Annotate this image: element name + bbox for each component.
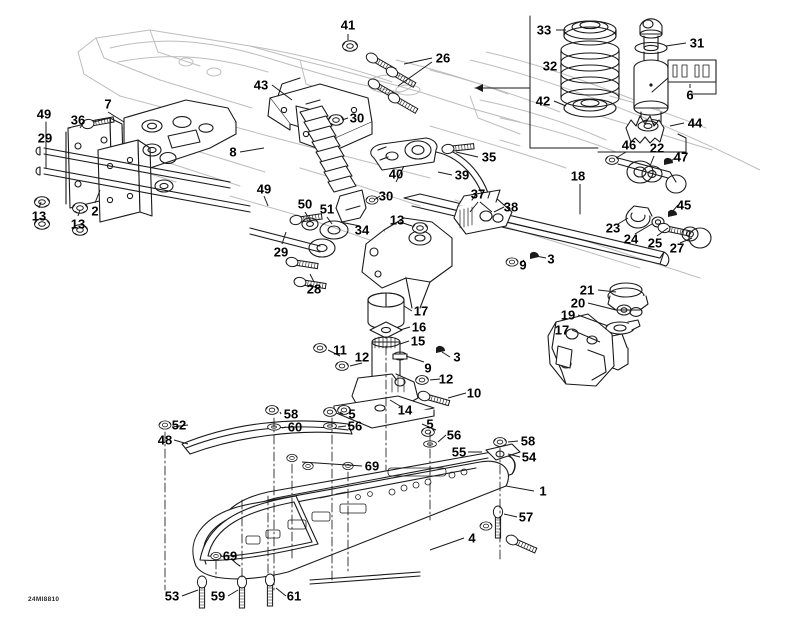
callout-2: 2 (91, 203, 99, 219)
callout-56: 56 (347, 418, 363, 434)
callout-6: 6 (686, 87, 694, 103)
left-bracket-assembly (33, 99, 251, 236)
callout-20: 20 (570, 295, 586, 311)
callout-14: 14 (397, 402, 413, 418)
callout-58: 58 (283, 406, 299, 422)
callout-18: 18 (570, 168, 586, 184)
callout-30: 30 (378, 188, 394, 204)
callout-5: 5 (426, 416, 434, 432)
callout-12: 12 (354, 349, 370, 365)
main-ski (192, 407, 539, 609)
steering-column-bellows (249, 99, 379, 292)
callout-26: 26 (435, 50, 451, 66)
callout-61: 61 (286, 588, 302, 604)
callout-25: 25 (647, 235, 663, 251)
callout-17: 17 (554, 322, 570, 338)
callout-54: 54 (521, 449, 537, 465)
callout-27: 27 (669, 240, 685, 256)
callout-39: 39 (454, 167, 470, 183)
callout-38: 38 (503, 199, 519, 215)
callout-49: 49 (36, 106, 52, 122)
callout-19: 19 (560, 307, 576, 323)
callout-41: 41 (340, 17, 356, 33)
callout-29: 29 (37, 130, 53, 146)
callout-49: 49 (256, 181, 272, 197)
callout-1: 1 (539, 483, 547, 499)
callout-35: 35 (481, 149, 497, 165)
callout-15: 15 (410, 333, 426, 349)
callout-16: 16 (411, 319, 427, 335)
callout-24: 24 (623, 231, 639, 247)
callout-58: 58 (520, 433, 536, 449)
ski-handle-assembly (158, 405, 353, 455)
callout-69: 69 (364, 458, 380, 474)
callout-31: 31 (689, 35, 705, 51)
callout-13: 13 (389, 212, 405, 228)
callout-leaders (38, 29, 693, 597)
callout-55: 55 (451, 444, 467, 460)
callout-42: 42 (535, 93, 551, 109)
callout-7: 7 (104, 96, 112, 112)
callout-40: 40 (388, 166, 404, 182)
diagram-watermark: 24MI8810 (28, 596, 60, 603)
callout-34: 34 (354, 222, 370, 238)
callout-23: 23 (605, 220, 621, 236)
callout-52: 52 (171, 417, 187, 433)
callout-5: 5 (348, 406, 356, 422)
callout-21: 21 (579, 282, 595, 298)
callout-10: 10 (466, 385, 482, 401)
callout-8: 8 (229, 144, 237, 160)
shock-absorber-assembly (474, 15, 717, 153)
callout-48: 48 (157, 432, 173, 448)
callout-33: 33 (536, 22, 552, 38)
right-spindle-assembly (547, 282, 649, 387)
callout-53: 53 (164, 588, 180, 604)
radius-rod-and-links (370, 137, 513, 235)
callout-43: 43 (253, 77, 269, 93)
callout-45: 45 (676, 197, 692, 213)
alignment-centrelines (164, 345, 501, 591)
centre-spindle-assembly (313, 217, 539, 429)
callout-13: 13 (31, 208, 47, 224)
callout-9: 9 (519, 257, 527, 273)
callout-36: 36 (70, 112, 86, 128)
callout-28: 28 (306, 281, 322, 297)
callout-46: 46 (621, 137, 637, 153)
callout-57: 57 (518, 509, 534, 525)
callout-13: 13 (70, 216, 86, 232)
callout-22: 22 (649, 140, 665, 156)
callout-44: 44 (687, 115, 703, 131)
callout-50: 50 (297, 196, 313, 212)
callout-29: 29 (273, 244, 289, 260)
callout-30: 30 (349, 110, 365, 126)
callout-3: 3 (547, 251, 555, 267)
callout-60: 60 (287, 419, 303, 435)
callout-3: 3 (453, 349, 461, 365)
callout-12: 12 (438, 371, 454, 387)
callout-47: 47 (673, 149, 689, 165)
callout-69: 69 (222, 548, 238, 564)
callout-59: 59 (210, 588, 226, 604)
callout-4: 4 (468, 530, 476, 546)
callout-9: 9 (424, 360, 432, 376)
callout-51: 51 (319, 201, 335, 217)
callout-11: 11 (333, 342, 347, 358)
callout-17: 17 (413, 303, 429, 319)
callout-32: 32 (542, 58, 558, 74)
callout-56: 56 (446, 427, 462, 443)
callout-37: 37 (470, 186, 486, 202)
